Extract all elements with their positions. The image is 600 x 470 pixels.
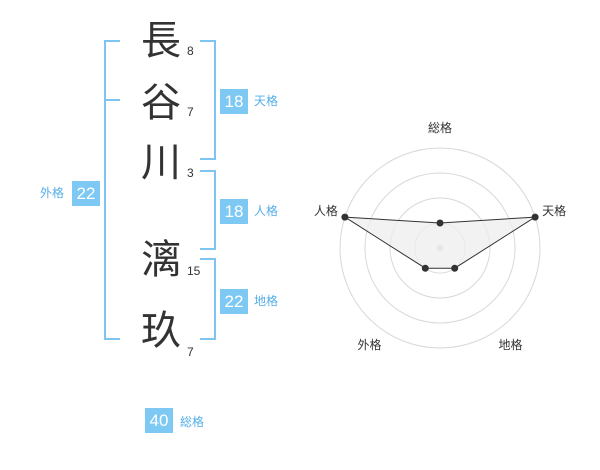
gaikaku-label: 外格 [40,186,65,200]
stroke-count-4: 15 [187,264,201,278]
name-char-4: 漓 [141,237,181,283]
radar-point-4 [421,264,429,272]
jinkaku-value-badge: 18 [220,199,248,224]
name-char-5: 玖 [141,308,181,354]
radar-axis-label-1: 総格 [428,120,452,135]
stroke-count-3: 3 [187,166,194,180]
radar-point-5 [341,213,349,221]
radar-axis-label-5: 人格 [314,203,338,218]
tenkaku-label: 天格 [254,94,279,108]
radar-ring-4 [339,147,541,349]
radar-point-1 [436,219,444,227]
chikaku-bracket [200,258,216,340]
tenkaku-bracket [200,40,216,160]
chikaku-label: 地格 [254,294,279,308]
radar-axis-label-4: 外格 [357,337,381,352]
name-char-3: 川 [141,140,181,186]
stroke-count-1: 8 [187,44,194,58]
soukaku-value-badge: 40 [145,408,173,433]
soukaku-label: 総格 [180,415,205,429]
radar-axis-label-2: 天格 [542,203,566,218]
radar-series-shape [344,216,536,269]
jinkaku-label: 人格 [254,204,279,218]
jinkaku-bracket [200,170,216,250]
radar-point-2 [531,213,539,221]
name-char-2: 谷 [141,80,181,126]
chikaku-value-badge: 22 [220,289,248,314]
stroke-count-2: 7 [187,105,194,119]
stroke-count-5: 7 [187,345,194,359]
radar-point-3 [451,264,459,272]
tenkaku-value-badge: 18 [220,89,248,114]
gaikaku-bracket [104,40,120,340]
radar-ring-2 [389,197,491,299]
radar-ring-3 [364,172,516,324]
name-char-1: 長 [141,18,181,64]
gaikaku-bracket-mid [104,99,120,101]
radar-axis-label-3: 地格 [499,337,523,352]
gaikaku-value-badge: 22 [72,181,100,206]
